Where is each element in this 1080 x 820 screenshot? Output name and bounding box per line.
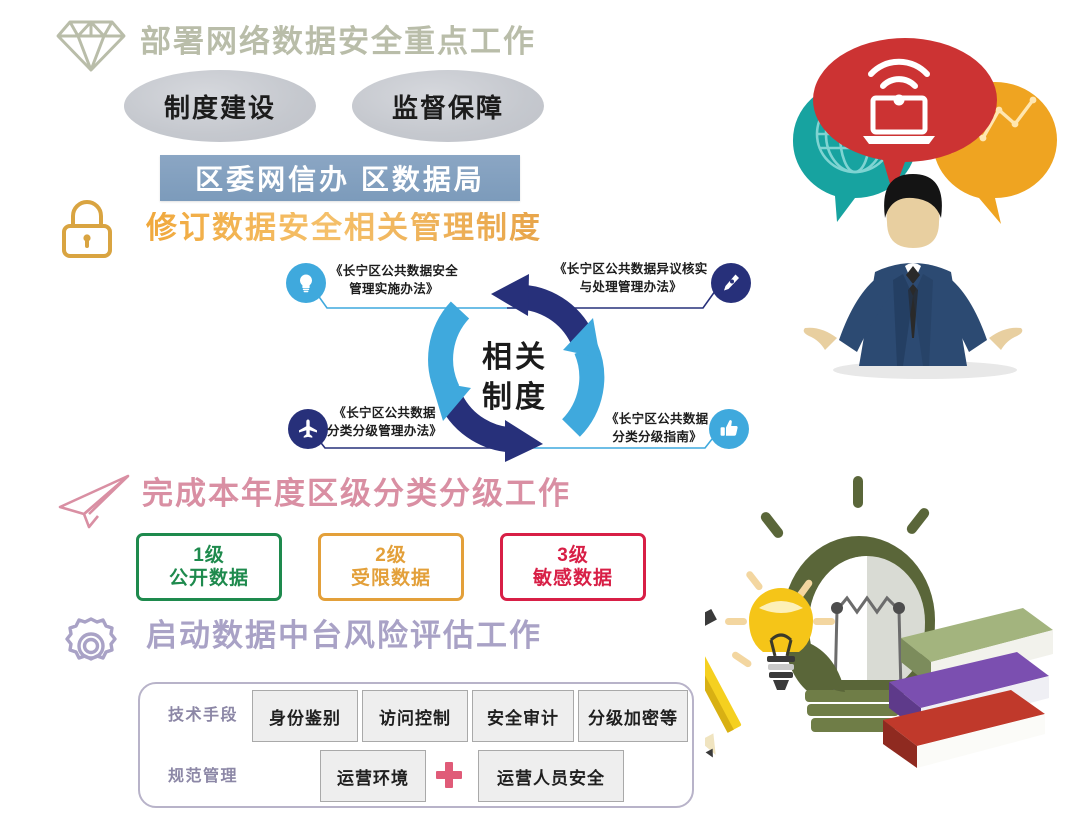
level-2-name: 受限数据 [350,568,431,589]
gear-icon [56,612,126,680]
level-box-2[interactable]: 2级 受限数据 [318,533,464,601]
level-box-3[interactable]: 3级 敏感数据 [500,533,646,601]
section-title-revise: 修订数据安全相关管理制度 [146,210,542,245]
paper-plane-icon [54,470,138,532]
lightbulb-icon[interactable] [286,263,326,303]
level-2-rank: 2级 [375,544,407,566]
level-1-rank: 1级 [193,544,225,566]
cell-operating-environment[interactable]: 运营环境 [320,750,426,802]
cycle-label-bottom-left: 《长宁区公共数据 分类分级管理办法》 [327,406,443,439]
speech-bubbles-businessman-illustration [775,22,1075,397]
small-lightbulb-icon [725,571,835,690]
bubble-laptop-wifi [813,38,997,194]
lightbulb-books-illustration [672,470,1065,800]
cycle-center-line-2: 制度 [482,380,548,414]
cycle-label-top-left: 《长宁区公共数据安全 管理实施办法》 [330,264,459,297]
pill-supervision-guarantee[interactable]: 监督保障 [352,70,544,142]
department-banner: 区委网信办 区数据局 [160,155,520,201]
thumbs-up-icon[interactable] [709,409,749,449]
cell-graded-encryption[interactable]: 分级加密等 [578,690,688,742]
level-3-rank: 3级 [557,544,589,566]
cell-identity-auth[interactable]: 身份鉴别 [252,690,358,742]
pill-system-construction[interactable]: 制度建设 [124,70,316,142]
businessman-figure [803,174,1023,366]
risk-measures-panel: 技术手段 身份鉴别 访问控制 安全审计 分级加密等 规范管理 运营环境 运营人员… [138,682,694,808]
cycle-center: 相关 制度 [400,270,630,485]
cell-access-control[interactable]: 访问控制 [362,690,468,742]
diamond-icon [52,12,130,78]
pencil-icon [672,608,742,758]
level-1-name: 公开数据 [168,568,249,589]
section-title-deploy: 部署网络数据安全重点工作 [140,24,536,59]
section-title-classify: 完成本年度区级分类分级工作 [142,476,571,511]
books-stack-icon [883,608,1053,768]
lock-icon [58,198,116,260]
row-label-technical: 技术手段 [168,707,239,724]
level-box-1[interactable]: 1级 公开数据 [136,533,282,601]
level-3-name: 敏感数据 [532,568,613,589]
cycle-center-line-1: 相关 [482,340,548,374]
cycle-label-bottom-right: 《长宁区公共数据 分类分级指南》 [606,412,709,445]
airplane-icon[interactable] [288,409,328,449]
row-label-management: 规范管理 [168,768,239,785]
cycle-label-top-right: 《长宁区公共数据异议核实 与处理管理办法》 [554,262,708,295]
cell-personnel-security[interactable]: 运营人员安全 [478,750,624,802]
pen-nib-icon[interactable] [711,263,751,303]
section-title-risk: 启动数据中台风险评估工作 [146,618,542,653]
plus-icon [436,762,462,788]
cell-security-audit[interactable]: 安全审计 [472,690,574,742]
